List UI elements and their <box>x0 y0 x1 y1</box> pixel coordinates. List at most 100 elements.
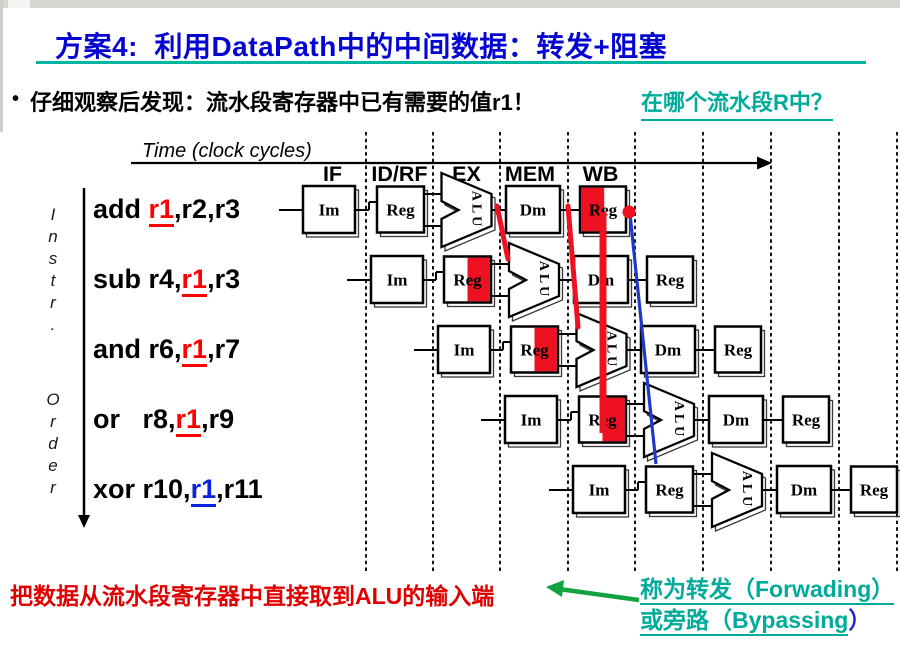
pointer-arrow-head <box>546 580 564 597</box>
instr-pre: and r6, <box>93 334 182 364</box>
alu-label: ALU <box>604 331 619 370</box>
stage-box-reg-row3-label: Reg <box>520 341 549 360</box>
time-axis-label: Time (clock cycles) <box>142 140 312 162</box>
instr-post: ,r11 <box>216 474 263 504</box>
stage-box-wbreg-row1-highlight <box>581 187 605 232</box>
stage-box-reg-row1-border <box>375 185 426 234</box>
instr-post: ,r3 <box>207 264 241 294</box>
stage-box-wbreg-row5-label: Reg <box>860 481 889 500</box>
alu-shape-row4 <box>642 381 696 459</box>
instr-pre: or r8, <box>93 404 176 434</box>
title-underline-rule <box>36 61 866 64</box>
stage-box-reg-row4-highlight <box>602 397 625 442</box>
stage-header-id-rf: ID/RF <box>371 162 427 186</box>
alu-shape-row2 <box>507 241 561 319</box>
instr-hazard-register: r1 <box>181 264 208 297</box>
instr-hazard-register: r1 <box>175 404 202 437</box>
instr-post: ,r9 <box>201 404 235 434</box>
pointer-arrow-shaft <box>558 586 640 603</box>
alu-shape-row1 <box>440 171 493 249</box>
alu-label: ALU <box>739 471 754 510</box>
window-left-edge <box>0 0 3 132</box>
instr-order-letter: t <box>50 271 56 290</box>
forward-line-exmem-to-sub-alu <box>494 203 511 262</box>
stage-box-reg-row3-highlight <box>534 327 557 372</box>
instr-order-letter: e <box>48 456 58 475</box>
window-top-bar <box>0 0 900 8</box>
time-axis-arrowhead <box>757 156 772 170</box>
alu-shape-row5 <box>710 451 764 529</box>
alu-label: ALU <box>671 401 686 440</box>
instr-hazard-register: r1 <box>181 334 208 367</box>
stage-box-dm-row5-label: Dm <box>791 481 817 500</box>
instr-post: ,r7 <box>207 334 241 364</box>
pointer-arrow <box>546 580 640 603</box>
stage-header-if: IF <box>323 162 342 186</box>
stage-box-im-row1-label: Im <box>319 201 340 220</box>
writeback-dot <box>622 205 636 219</box>
instr-hazard-register: r1 <box>148 194 175 227</box>
bullet-icon: • <box>12 88 20 110</box>
instr-post: ,r2,r3 <box>174 194 241 224</box>
instruction-row-4: or r8,r1,r9 <box>93 402 235 437</box>
observation-text: 仔细观察后发现：流水段寄存器中已有需要的值r1！ <box>30 90 535 115</box>
stage-box-wbreg-row3-label: Reg <box>724 341 753 360</box>
window-top-bar-notch <box>8 0 30 8</box>
stage-box-dm-row4-label: Dm <box>723 411 749 430</box>
instr-order-letter: . <box>50 315 56 334</box>
stage-box-reg-row5-label: Reg <box>655 481 684 500</box>
stage-box-im-row2-label: Im <box>387 271 408 290</box>
forwarding-term-paren: ） <box>848 607 872 633</box>
stage-box-dm-row3-label: Dm <box>655 341 681 360</box>
alu-label: ALU <box>469 191 484 230</box>
stage-box-im-row5-label: Im <box>589 481 610 500</box>
instr-pre: add <box>93 194 149 224</box>
stage-header-mem: MEM <box>505 162 555 186</box>
instr-order-letter: n <box>48 227 58 246</box>
question-link[interactable]: 在哪个流水段R中？ <box>641 85 833 121</box>
instr-order-letter: O <box>46 390 60 409</box>
forwarding-term-block[interactable]: 称为转发（Forwading）或旁路（Bypassing） <box>640 574 895 636</box>
instr-order-letter: d <box>48 434 58 453</box>
stage-box-wbreg-row4-label: Reg <box>792 411 821 430</box>
instr-hazard-register: r1 <box>190 474 217 507</box>
stage-box-dm-row1-label: Dm <box>520 201 546 220</box>
forwarding-term-line2[interactable]: 或旁路（Bypassing <box>640 607 849 636</box>
stage-box-wbreg-row1-label: Reg <box>589 201 618 220</box>
stage-box-im-row3 <box>436 324 492 375</box>
instruction-row-2: sub r4,r1,r3 <box>93 262 241 297</box>
footer-claim-text: 把数据从流水段寄存器中直接取到ALU的输入端 <box>10 583 495 609</box>
stage-box-wbreg-row5 <box>849 465 899 514</box>
stage-box-im-row3-label: Im <box>454 341 475 360</box>
stage-box-reg-row2-highlight <box>467 257 490 302</box>
stage-box-wbreg-row2-label: Reg <box>656 271 685 290</box>
stage-box-wbreg-row2-border <box>645 255 695 304</box>
instruction-row-3: and r6,r1,r7 <box>93 332 241 367</box>
slide-title: 方案4: 利用DataPath中的中间数据：转发+阻塞 <box>55 31 668 62</box>
stage-box-reg-row2-border <box>442 255 493 304</box>
stage-box-wbreg-row4-border <box>781 395 831 444</box>
alu-label: ALU <box>536 261 551 300</box>
instr-order-letter: s <box>48 249 58 268</box>
stage-box-reg-row3-border <box>509 325 560 374</box>
instruction-row-1: add r1,r2,r3 <box>93 192 241 227</box>
forward-line-memwb-to-and-alu <box>565 203 581 330</box>
stage-box-reg-row5-border <box>644 465 695 514</box>
instruction-row-5: xor r10,r1,r11 <box>93 472 263 507</box>
stage-box-reg-row1-label: Reg <box>386 201 415 220</box>
instr-pre: sub r4, <box>93 264 182 294</box>
stage-box-im-row4-label: Im <box>521 411 542 430</box>
writeback-line-to-xor-reg <box>628 213 658 465</box>
stage-box-wbreg-row5-border <box>849 465 899 514</box>
instr-pre: xor r10, <box>93 474 191 504</box>
instr-order-letter: I <box>50 205 56 224</box>
instr-order-letter: r <box>50 412 56 431</box>
stage-box-reg-row2-label: Reg <box>453 271 482 290</box>
instr-order-letter: r <box>50 293 56 312</box>
stage-header-wb: WB <box>583 162 619 186</box>
forwarding-term-line1[interactable]: 称为转发（Forwading） <box>640 576 895 605</box>
stage-box-wbreg-row3-border <box>713 325 763 374</box>
instr-order-arrowhead <box>78 515 90 528</box>
